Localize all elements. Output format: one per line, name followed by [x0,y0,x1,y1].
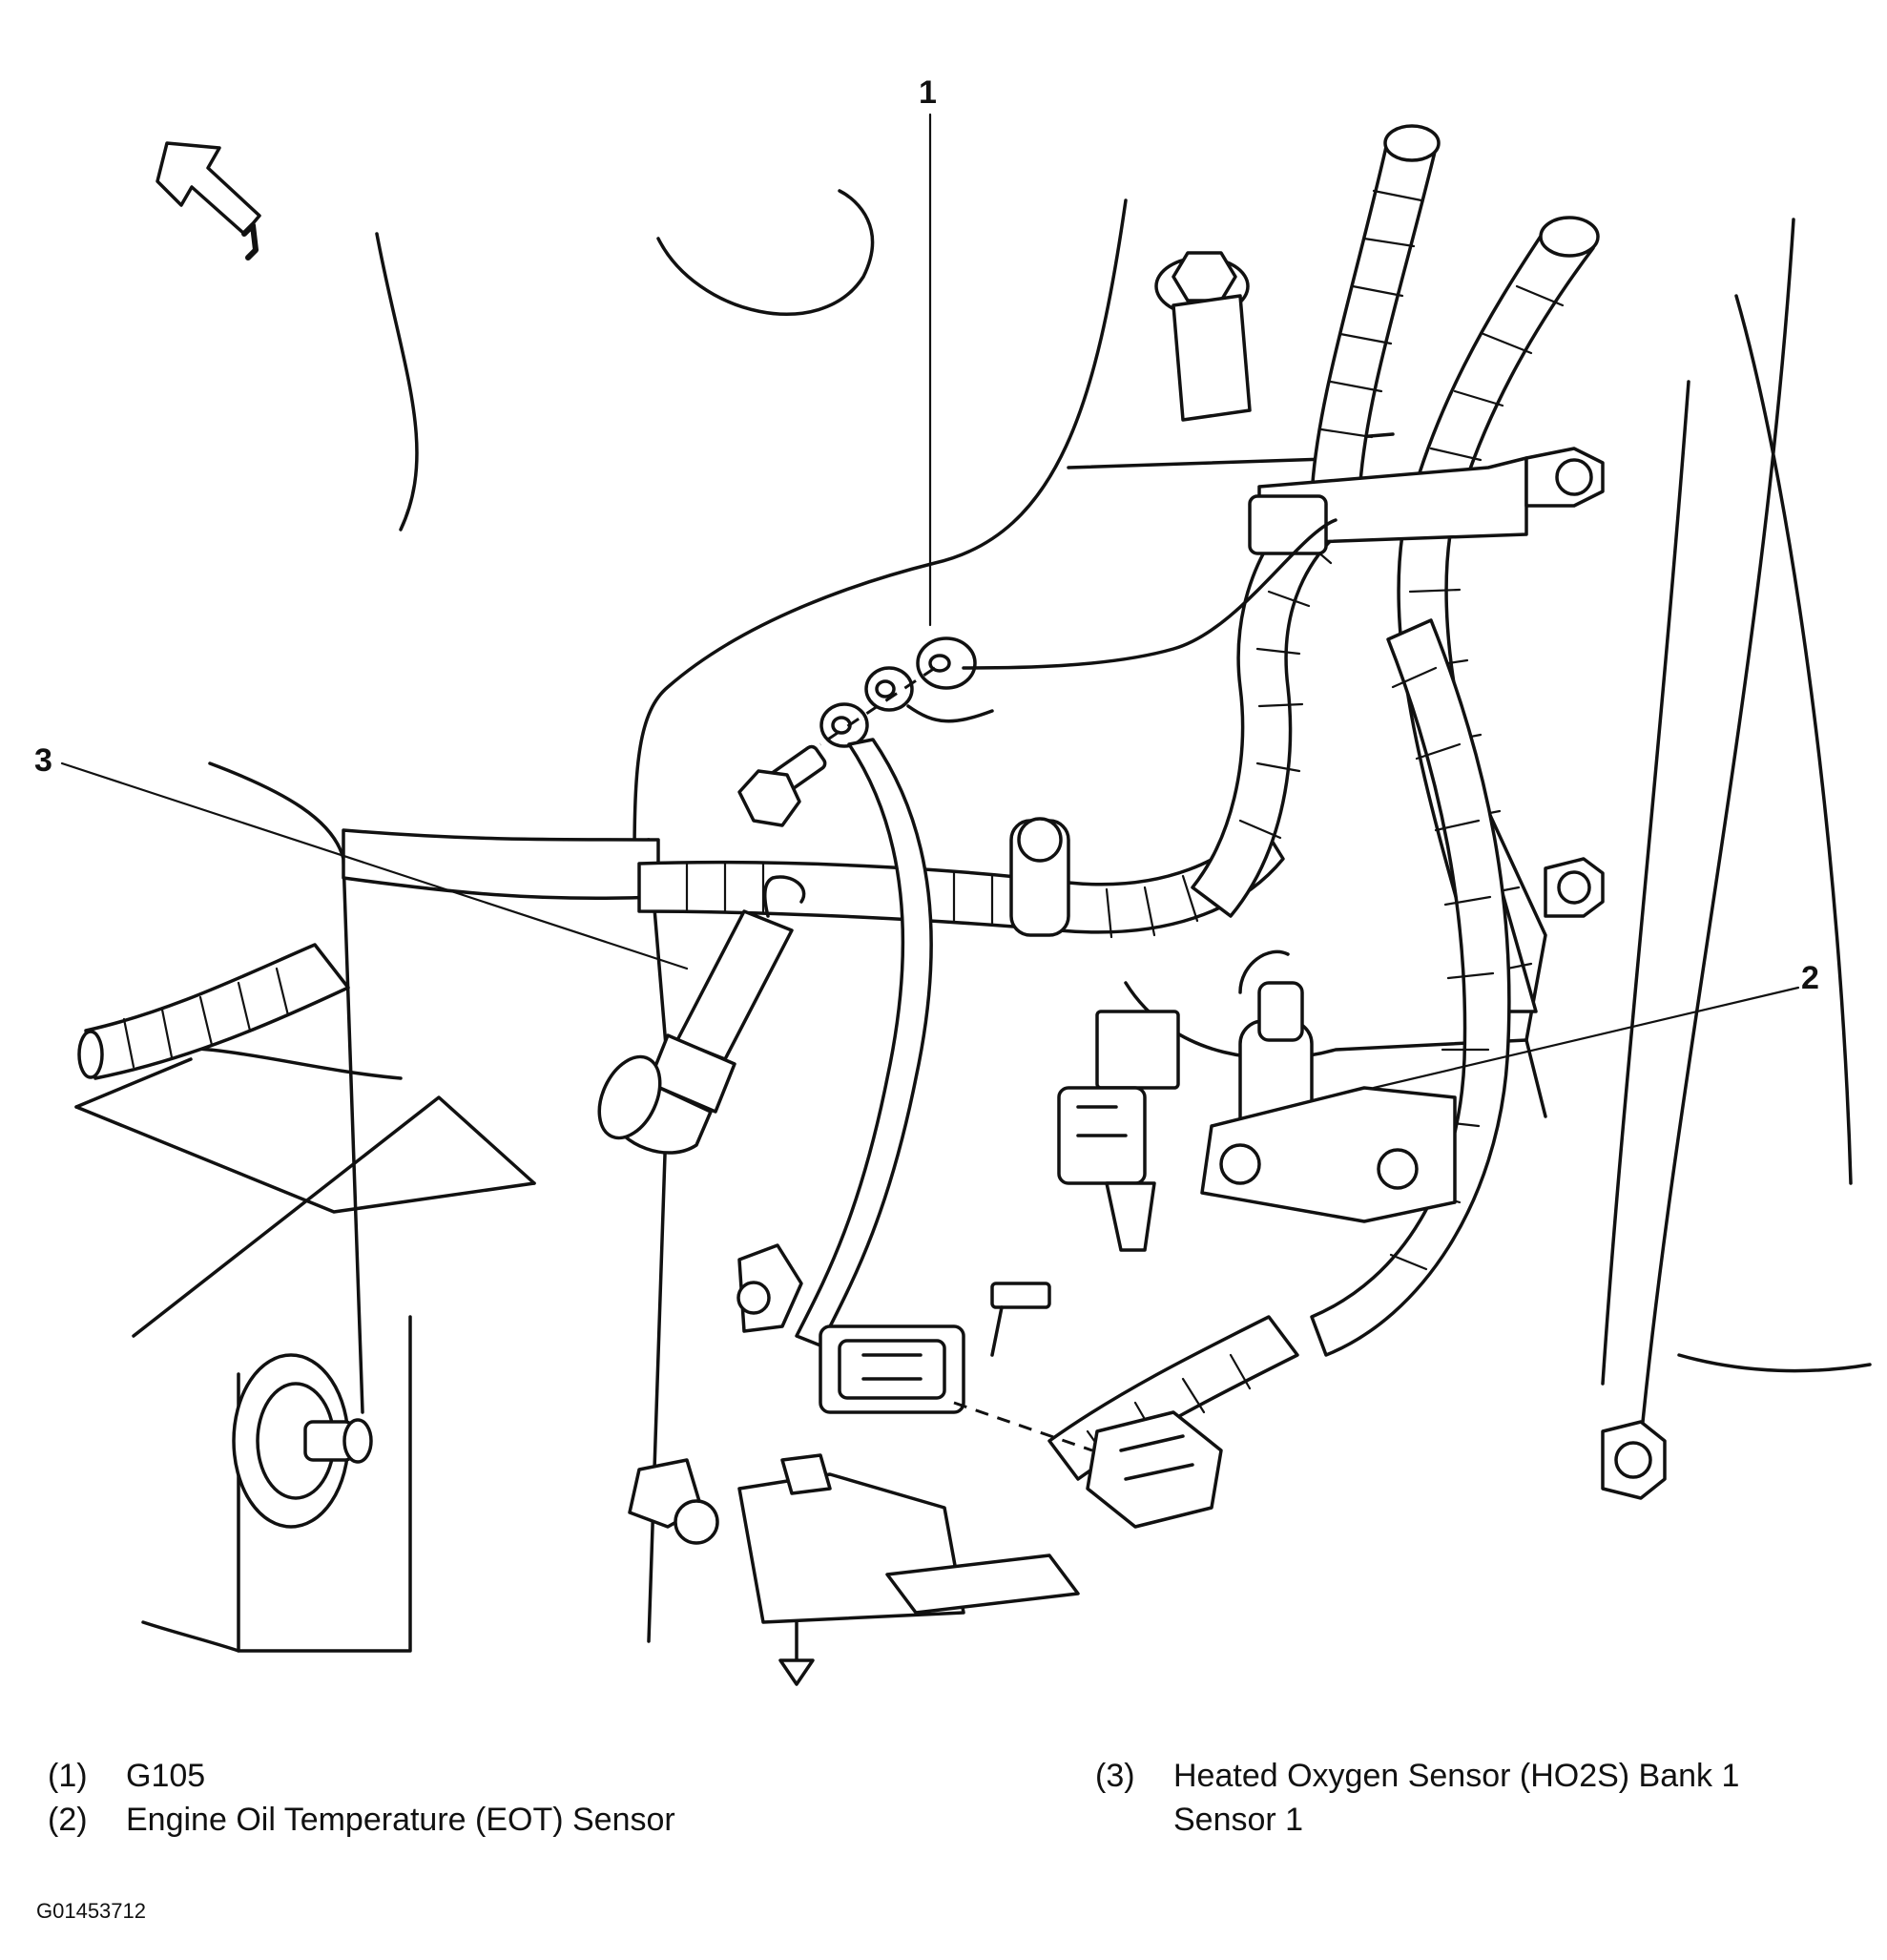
engine-wiring-diagram: 1 3 2 [34,74,1872,1686]
ho2s-bank1-sensor1 [597,875,806,1155]
legend-item-2: (2) Engine Oil Temperature (EOT) Sensor [48,1798,675,1842]
callout-2: 2 [1801,960,1819,996]
legend-left: (1) G105 (2) Engine Oil Temperature (EOT… [48,1754,675,1842]
legend-number: (2) [48,1802,88,1838]
legend-number: (3) [1095,1758,1135,1794]
harness-bracket [1248,447,1667,1500]
legend-right: (3) Heated Oxygen Sensor (HO2S) Bank 1 S… [1095,1754,1739,1842]
legend-label: Engine Oil Temperature (EOT) Sensor [126,1802,675,1838]
leader-lines [60,113,1800,1090]
legend-item-3: (3) Heated Oxygen Sensor (HO2S) Bank 1 [1095,1754,1739,1798]
ground-g105-assembly [737,518,1337,1347]
harness-connectors [628,1010,1223,1686]
main-harness [1047,124,1600,1481]
top-bolt [1154,251,1252,422]
legend-label: Heated Oxygen Sensor (HO2S) Bank 1 [1173,1758,1740,1794]
legend-label: G105 [126,1758,206,1794]
legend-item-1: (1) G105 [48,1754,675,1798]
eot-sensor [1200,949,1457,1223]
legend-number: (1) [48,1758,88,1794]
left-harness [77,817,1285,1080]
front-direction-arrow [156,141,261,261]
legend-label-continued: Sensor 1 [1173,1802,1304,1838]
mount-bolt [232,1353,373,1529]
callout-1: 1 [919,74,937,111]
callout-3: 3 [34,742,52,779]
legend-item-3-continued: Sensor 1 [1095,1798,1739,1842]
figure-id: G01453712 [36,1899,146,1923]
engine-block-outline [375,189,1872,1443]
